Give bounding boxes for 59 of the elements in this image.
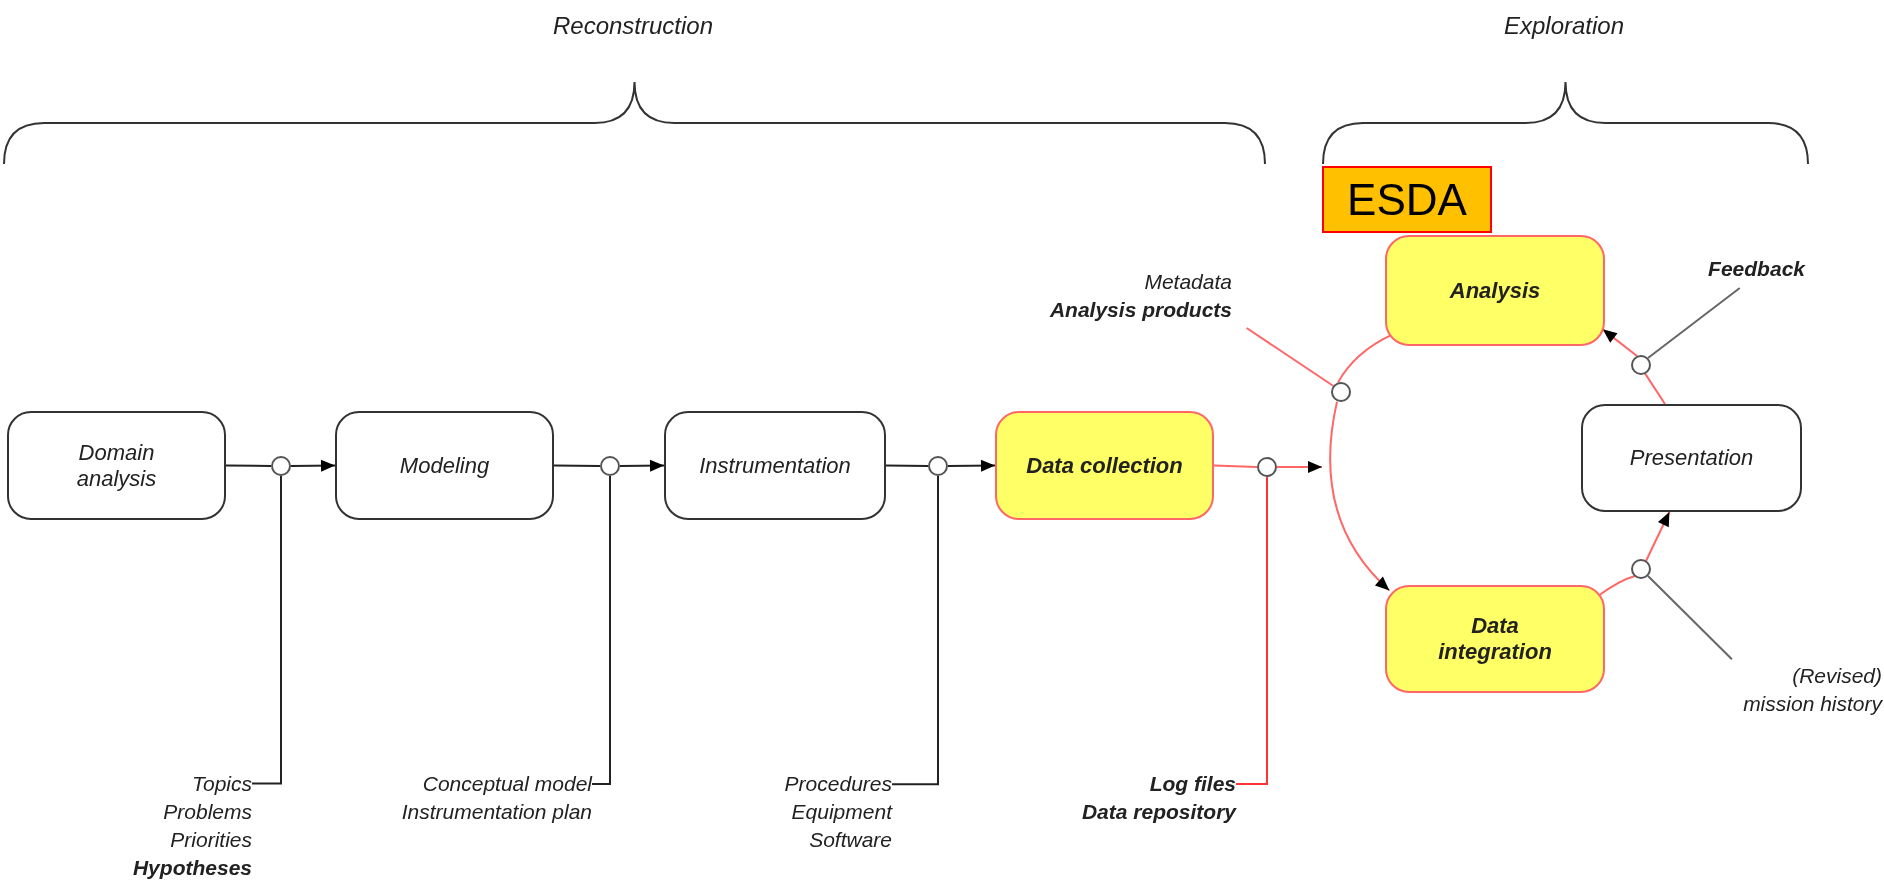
connector-line: [225, 464, 272, 467]
annotation-text: Log files: [1148, 771, 1236, 797]
annotation-text: Conceptual model: [421, 771, 592, 797]
box-label: Instrumentation: [699, 452, 851, 479]
arrow: [1329, 400, 1391, 592]
annotation-text: Topics: [191, 771, 252, 797]
process-box: [7, 411, 226, 520]
highlighted-process-box: [1385, 585, 1605, 693]
arrow: [947, 459, 996, 472]
arrow: [619, 459, 665, 472]
box-label: Data collection: [1026, 452, 1183, 479]
junction-circle: [1331, 382, 1351, 402]
box-label: Domain analysis: [75, 439, 158, 492]
annotation-text: Analysis products: [1048, 297, 1232, 323]
annotation-text: Software: [808, 827, 892, 853]
annotation-text: Equipment: [790, 799, 892, 825]
connector-line: [553, 464, 601, 467]
annotation-text: Problems: [162, 799, 252, 825]
junction-circle: [1631, 559, 1651, 579]
annotation-text: Priorities: [169, 827, 252, 853]
process-box: [664, 411, 886, 520]
annotation-text: (Revised) mission history: [1742, 663, 1882, 717]
junction-circle: [271, 456, 291, 476]
arrow: [1276, 461, 1323, 473]
junction-circle: [1631, 355, 1651, 375]
highlighted-process-box: [995, 411, 1214, 520]
connector-line: [885, 464, 929, 467]
leader-line: [591, 475, 611, 785]
box-label: ESDA: [1347, 174, 1467, 225]
annotation-text: Data repository: [1080, 799, 1236, 825]
arrow: [290, 459, 336, 472]
junction-circle: [928, 456, 948, 476]
annotation-text: Feedback: [1707, 256, 1805, 282]
leader-line: [891, 475, 939, 786]
leader-line: [251, 475, 282, 785]
annotation-text: Procedures: [783, 771, 892, 797]
arrow: [1601, 328, 1638, 357]
box-label: Presentation: [1629, 445, 1754, 471]
connector-line: [1644, 372, 1666, 405]
leader-line: [1245, 327, 1335, 387]
annotation-text: Metadata: [1143, 269, 1232, 295]
box-label: Modeling: [399, 452, 490, 479]
box-label: Analysis: [1449, 277, 1541, 304]
arrow: [1645, 511, 1671, 562]
junction-circle: [1257, 457, 1277, 477]
annotation-text: Instrumentation plan: [400, 799, 592, 825]
process-box: [1581, 404, 1802, 512]
annotation-text: Hypotheses: [131, 855, 252, 881]
highlighted-process-box: [1385, 235, 1605, 346]
process-box: [335, 411, 554, 520]
box-label: Data integration: [1437, 613, 1553, 665]
leader-line: [1235, 476, 1268, 785]
leader-line: [1647, 287, 1741, 359]
leader-line: [1647, 575, 1733, 661]
tag-label: [1322, 166, 1492, 233]
section-title: Reconstruction: [552, 12, 714, 40]
junction-circle: [600, 456, 620, 476]
connector-line: [1213, 464, 1258, 468]
section-title: Exploration: [1503, 12, 1625, 40]
